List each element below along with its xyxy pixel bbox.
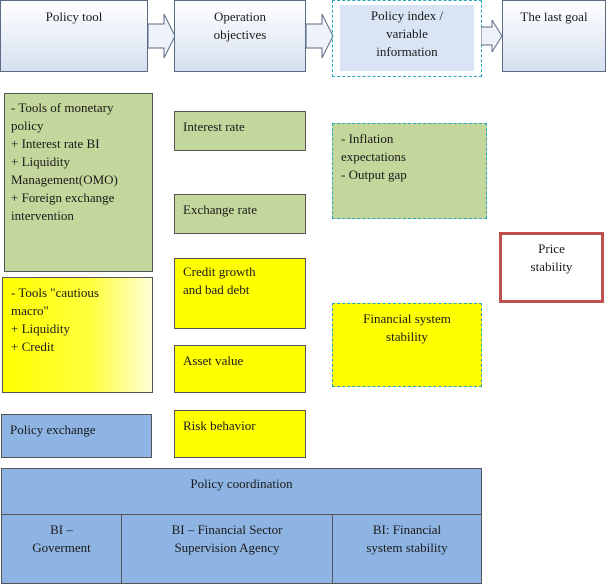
- price-stability-box: Price stability: [499, 232, 604, 303]
- arrow-right-icon: [481, 20, 503, 52]
- credit-growth-box: Credit growth and bad debt: [174, 258, 306, 329]
- policy-coordination-panel: Policy coordination BI – Goverment BI – …: [1, 468, 482, 584]
- policy-coordination-title: Policy coordination: [190, 476, 293, 491]
- arrow-right-icon: [148, 14, 176, 58]
- financial-stability-indicator: Financial system stability: [332, 303, 482, 387]
- coordination-cell-financial-stability: BI: Financial system stability: [332, 514, 482, 584]
- header-policy-tool: Policy tool: [0, 0, 148, 72]
- monetary-policy-tools: - Tools of monetary policy + Interest ra…: [4, 93, 153, 272]
- coordination-cell-government: BI – Goverment: [1, 514, 122, 584]
- interest-rate-box: Interest rate: [174, 111, 306, 151]
- header-operation-objectives: Operation objectives: [174, 0, 306, 72]
- risk-behavior-box: Risk behavior: [174, 410, 306, 458]
- coordination-cell-supervision-agency: BI – Financial Sector Supervision Agency: [121, 514, 333, 584]
- policy-exchange-box: Policy exchange: [1, 414, 152, 458]
- policy-index-frame: Policy index / variable information: [332, 0, 482, 77]
- arrow-right-icon: [306, 14, 334, 58]
- asset-value-box: Asset value: [174, 345, 306, 393]
- header-policy-index: Policy index / variable information: [340, 5, 474, 71]
- header-last-goal: The last goal: [502, 0, 606, 72]
- inflation-indicators-box: - Inflation expectations - Output gap: [332, 123, 487, 219]
- macroprudential-tools: - Tools "cautious macro" + Liquidity + C…: [2, 277, 153, 393]
- exchange-rate-box: Exchange rate: [174, 194, 306, 234]
